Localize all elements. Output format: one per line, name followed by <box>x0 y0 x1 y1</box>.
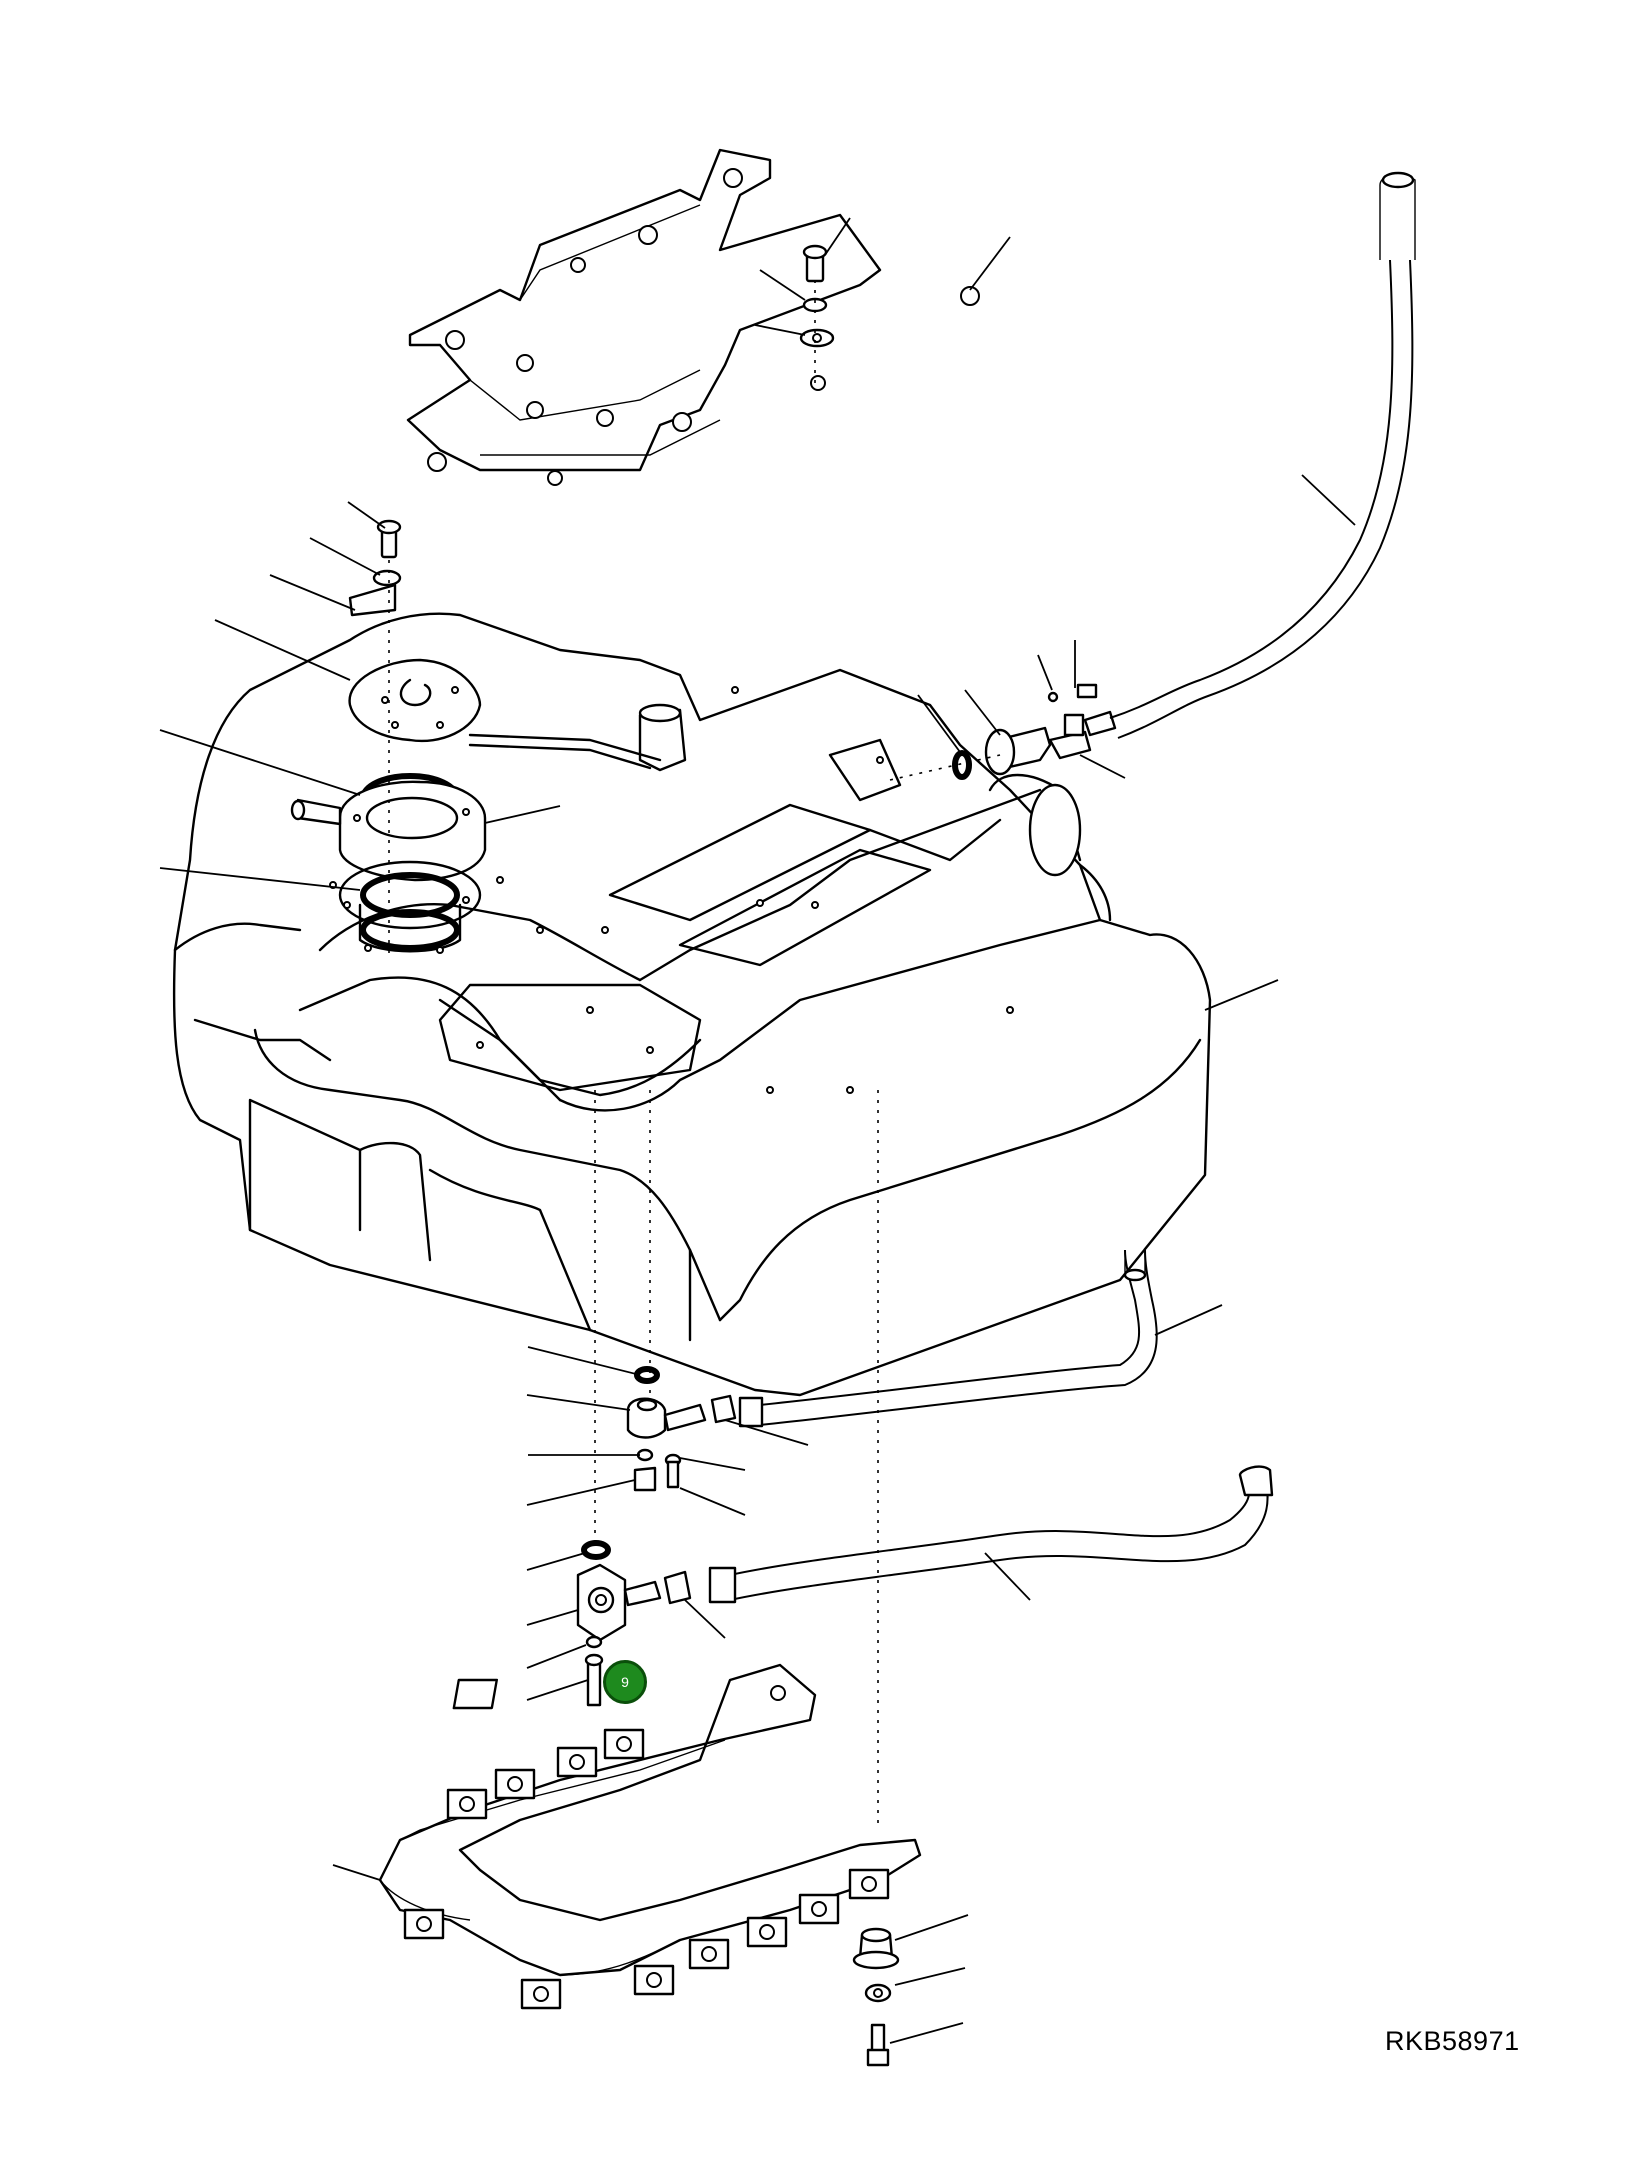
bracket-pad <box>452 1678 786 1710</box>
top-right-corrugated-hose <box>1109 171 1416 739</box>
item-callout-number: 9 <box>621 1674 629 1690</box>
right-side-fitting <box>889 683 1117 781</box>
leader-lines <box>159 217 1356 2044</box>
lower-fitting-2 <box>576 1090 692 1707</box>
lower-fitting-1 <box>626 1090 737 1492</box>
top-mounting-bracket <box>406 148 980 486</box>
bracket-pad <box>556 1746 598 1778</box>
bracket-pad <box>746 1916 788 1948</box>
lower-corrugated-hose <box>708 1465 1274 1604</box>
bracket-pad <box>848 1868 890 1900</box>
bracket-pad <box>633 1964 675 1996</box>
item-callout-badge[interactable]: 9 <box>603 1660 647 1704</box>
middle-corrugated-hose <box>738 1249 1158 1428</box>
bracket-pad <box>603 1728 645 1760</box>
top-bracket-bolt-stack <box>799 244 835 383</box>
sender-plate-assembly <box>290 519 662 960</box>
bracket-pad <box>520 1978 562 2010</box>
bracket-pad <box>494 1768 536 1800</box>
bracket-pad <box>446 1788 488 1820</box>
bracket-pad <box>688 1938 730 1970</box>
drawing-code: RKB58971 <box>1385 2026 1520 2056</box>
bracket-pad <box>403 1908 445 1940</box>
bracket-pad <box>798 1893 840 1925</box>
bottom-mounting-bracket <box>378 1663 922 2010</box>
rubber-mount-stack <box>852 1927 900 2067</box>
fuel-tank-body <box>172 612 1212 1397</box>
